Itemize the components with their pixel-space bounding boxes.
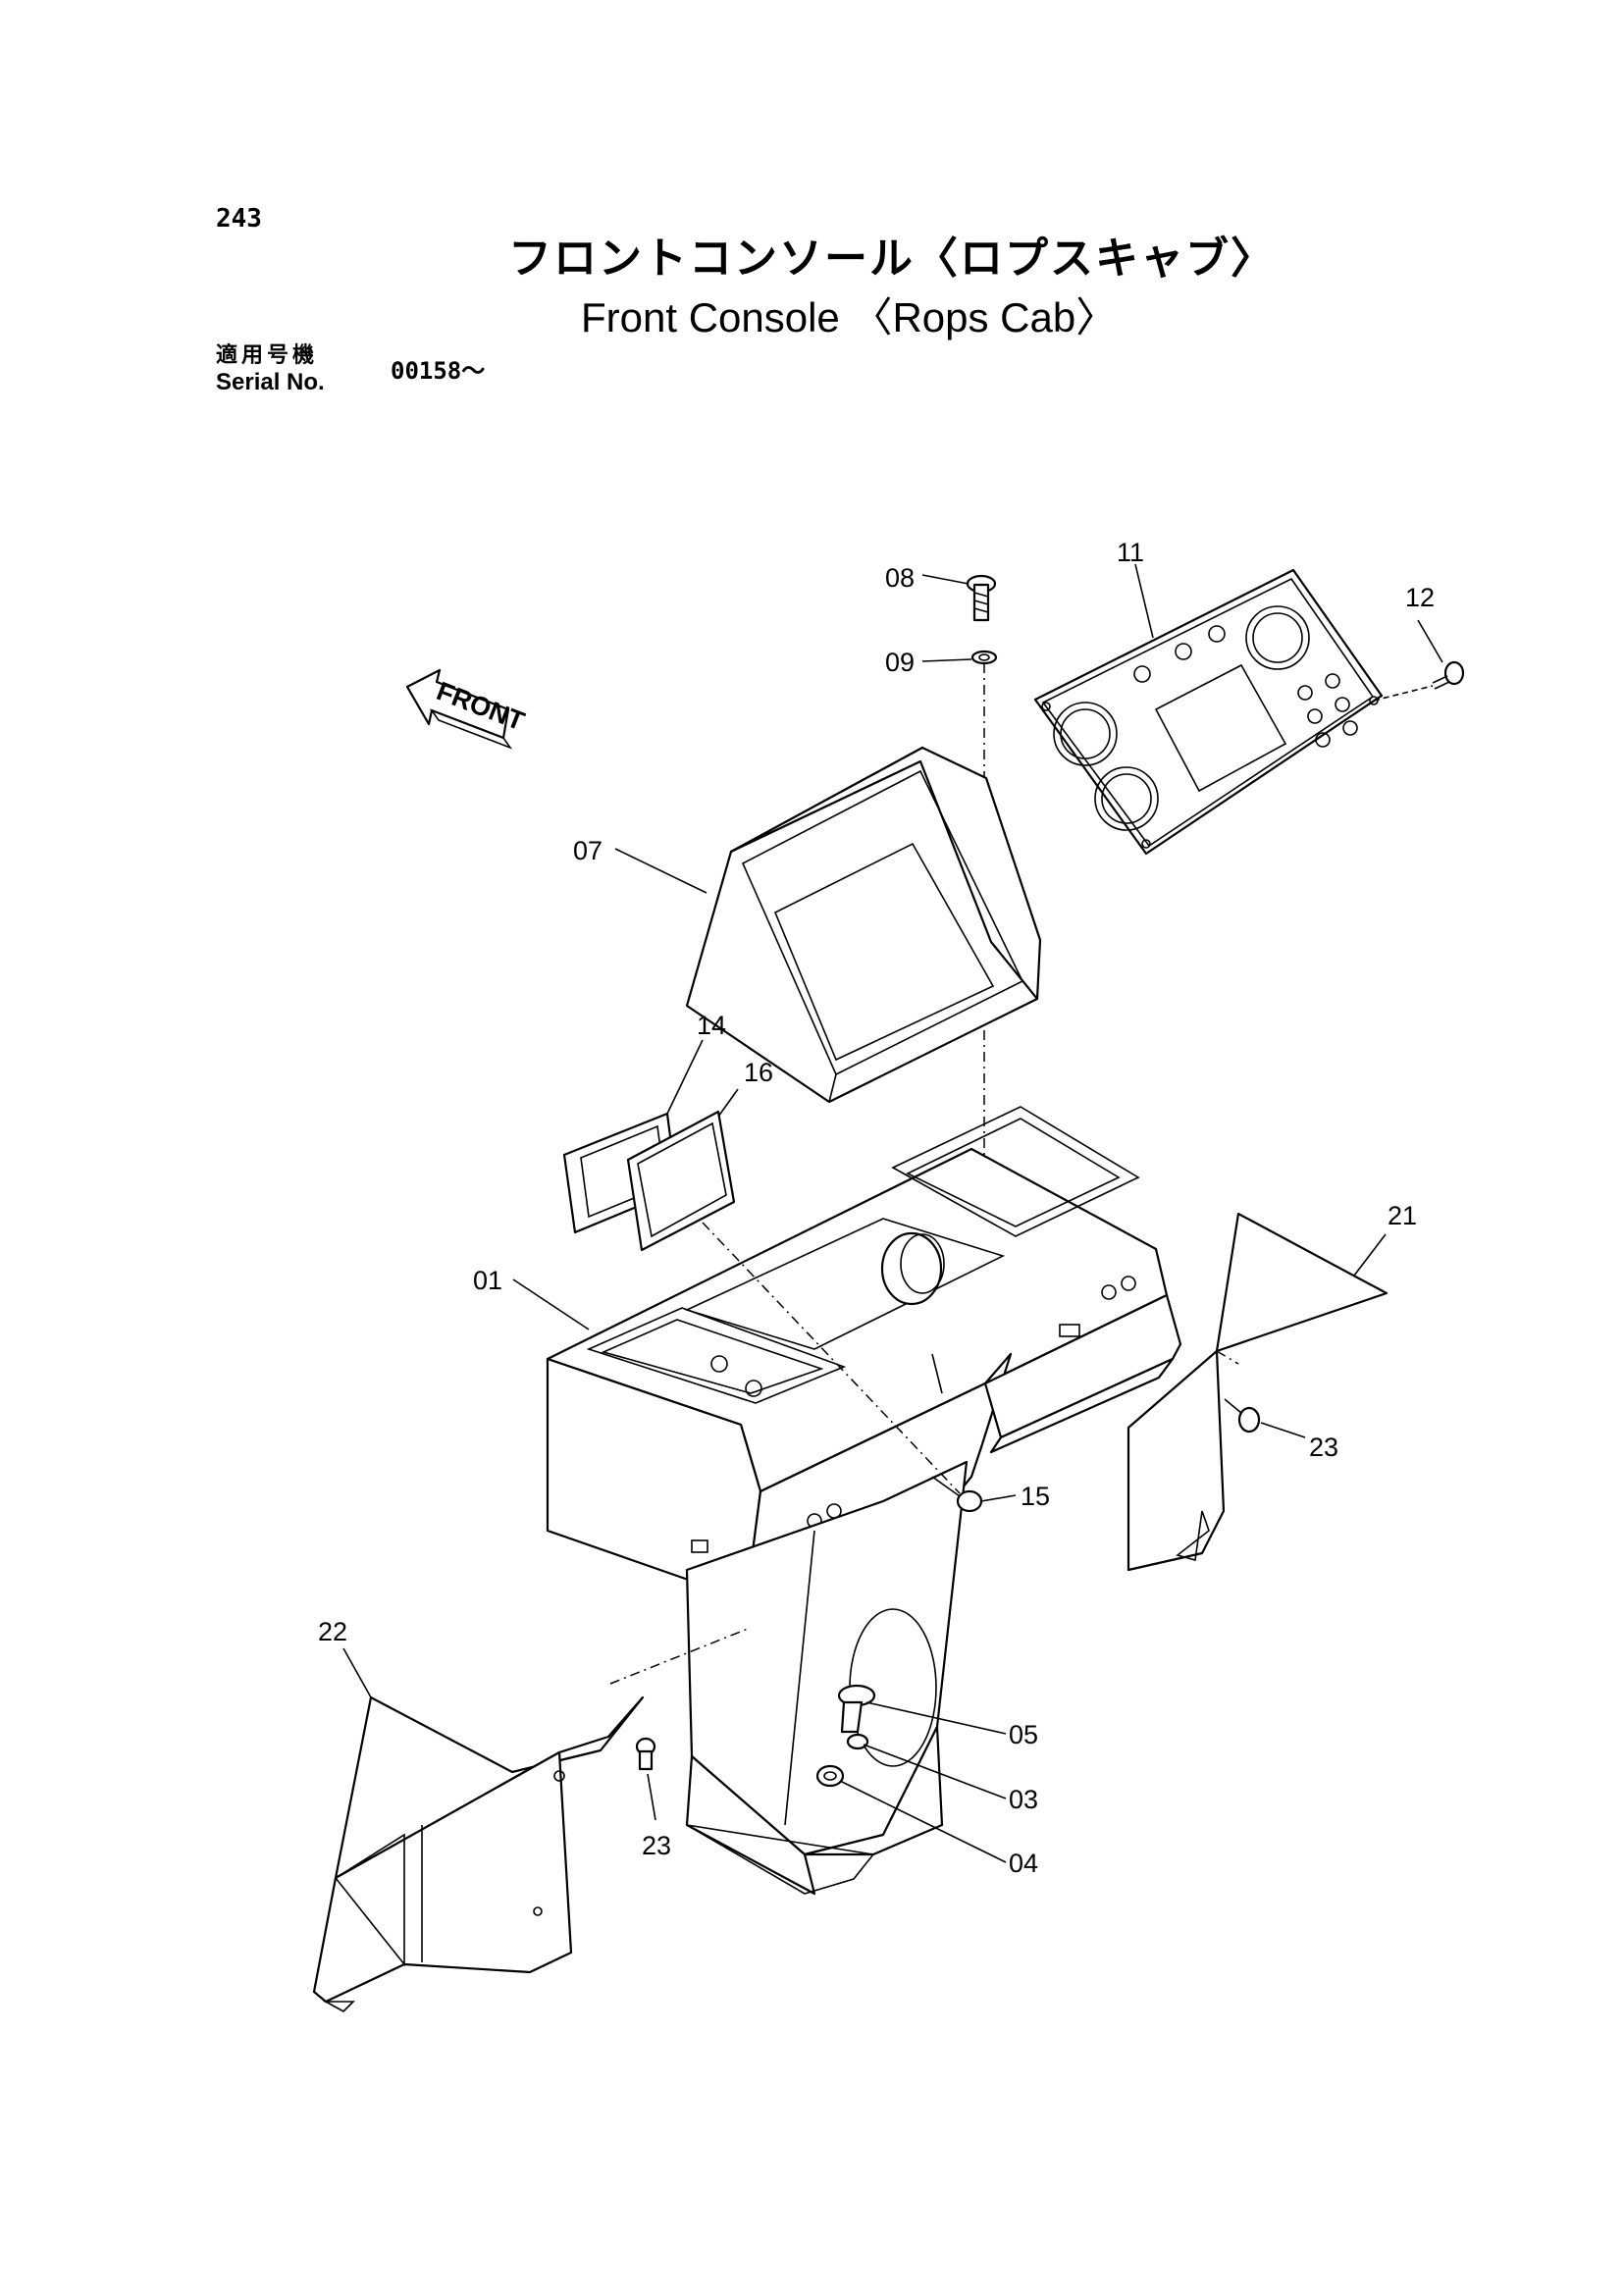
- serial-number-value: 00158～: [391, 357, 486, 385]
- callout-11: 11: [1117, 538, 1144, 567]
- callout-15: 15: [1021, 1482, 1050, 1511]
- callout-09: 09: [885, 648, 915, 677]
- callout-14: 14: [697, 1011, 726, 1040]
- screw-23-left: [635, 1737, 656, 1771]
- callout-01: 01: [473, 1266, 502, 1295]
- callout-23-right: 23: [1309, 1433, 1338, 1462]
- screw-23-right: [1224, 1398, 1261, 1434]
- callout-leaders: [342, 563, 1443, 1863]
- washer-09: [970, 650, 998, 665]
- callout-08: 08: [885, 563, 915, 593]
- serial-label-english: Serial No.: [216, 369, 325, 395]
- bolt-05: [837, 1684, 876, 1734]
- callout-12: 12: [1405, 583, 1435, 612]
- side-plate-21: [1126, 1212, 1388, 1572]
- page-number: 243: [216, 204, 262, 234]
- assembly-line-22: [609, 1628, 749, 1685]
- washer-04: [815, 1764, 845, 1788]
- callout-21: 21: [1388, 1201, 1417, 1230]
- lower-cover-22: [312, 1695, 645, 2012]
- callout-04: 04: [1009, 1849, 1038, 1878]
- washer-03: [846, 1733, 869, 1750]
- callout-03: 03: [1009, 1785, 1038, 1814]
- instrument-panel: [1033, 568, 1384, 856]
- filter-16: [626, 1110, 736, 1252]
- front-direction-arrow: FRONT: [405, 668, 529, 750]
- callout-22: 22: [318, 1617, 347, 1646]
- page-title-japanese: フロントコンソール〈ロプスキャブ〉: [508, 234, 1276, 284]
- assembly-line-15: [702, 1222, 961, 1494]
- meter-hood: [685, 746, 1042, 1104]
- callout-05: 05: [1009, 1720, 1038, 1749]
- panel-screw: [1373, 660, 1465, 702]
- callout-23-left: 23: [642, 1831, 671, 1860]
- page-title-english: Front Console 〈Rops Cab〉: [581, 294, 1118, 340]
- callout-07: 07: [573, 836, 602, 865]
- callout-16: 16: [744, 1058, 773, 1087]
- callout-numbers: 08 09 11 12 07 14 16 01 21 23 15 22 05 0…: [318, 538, 1435, 1878]
- serial-label-japanese: 適用号機: [216, 343, 319, 368]
- bolt-08: [966, 574, 997, 622]
